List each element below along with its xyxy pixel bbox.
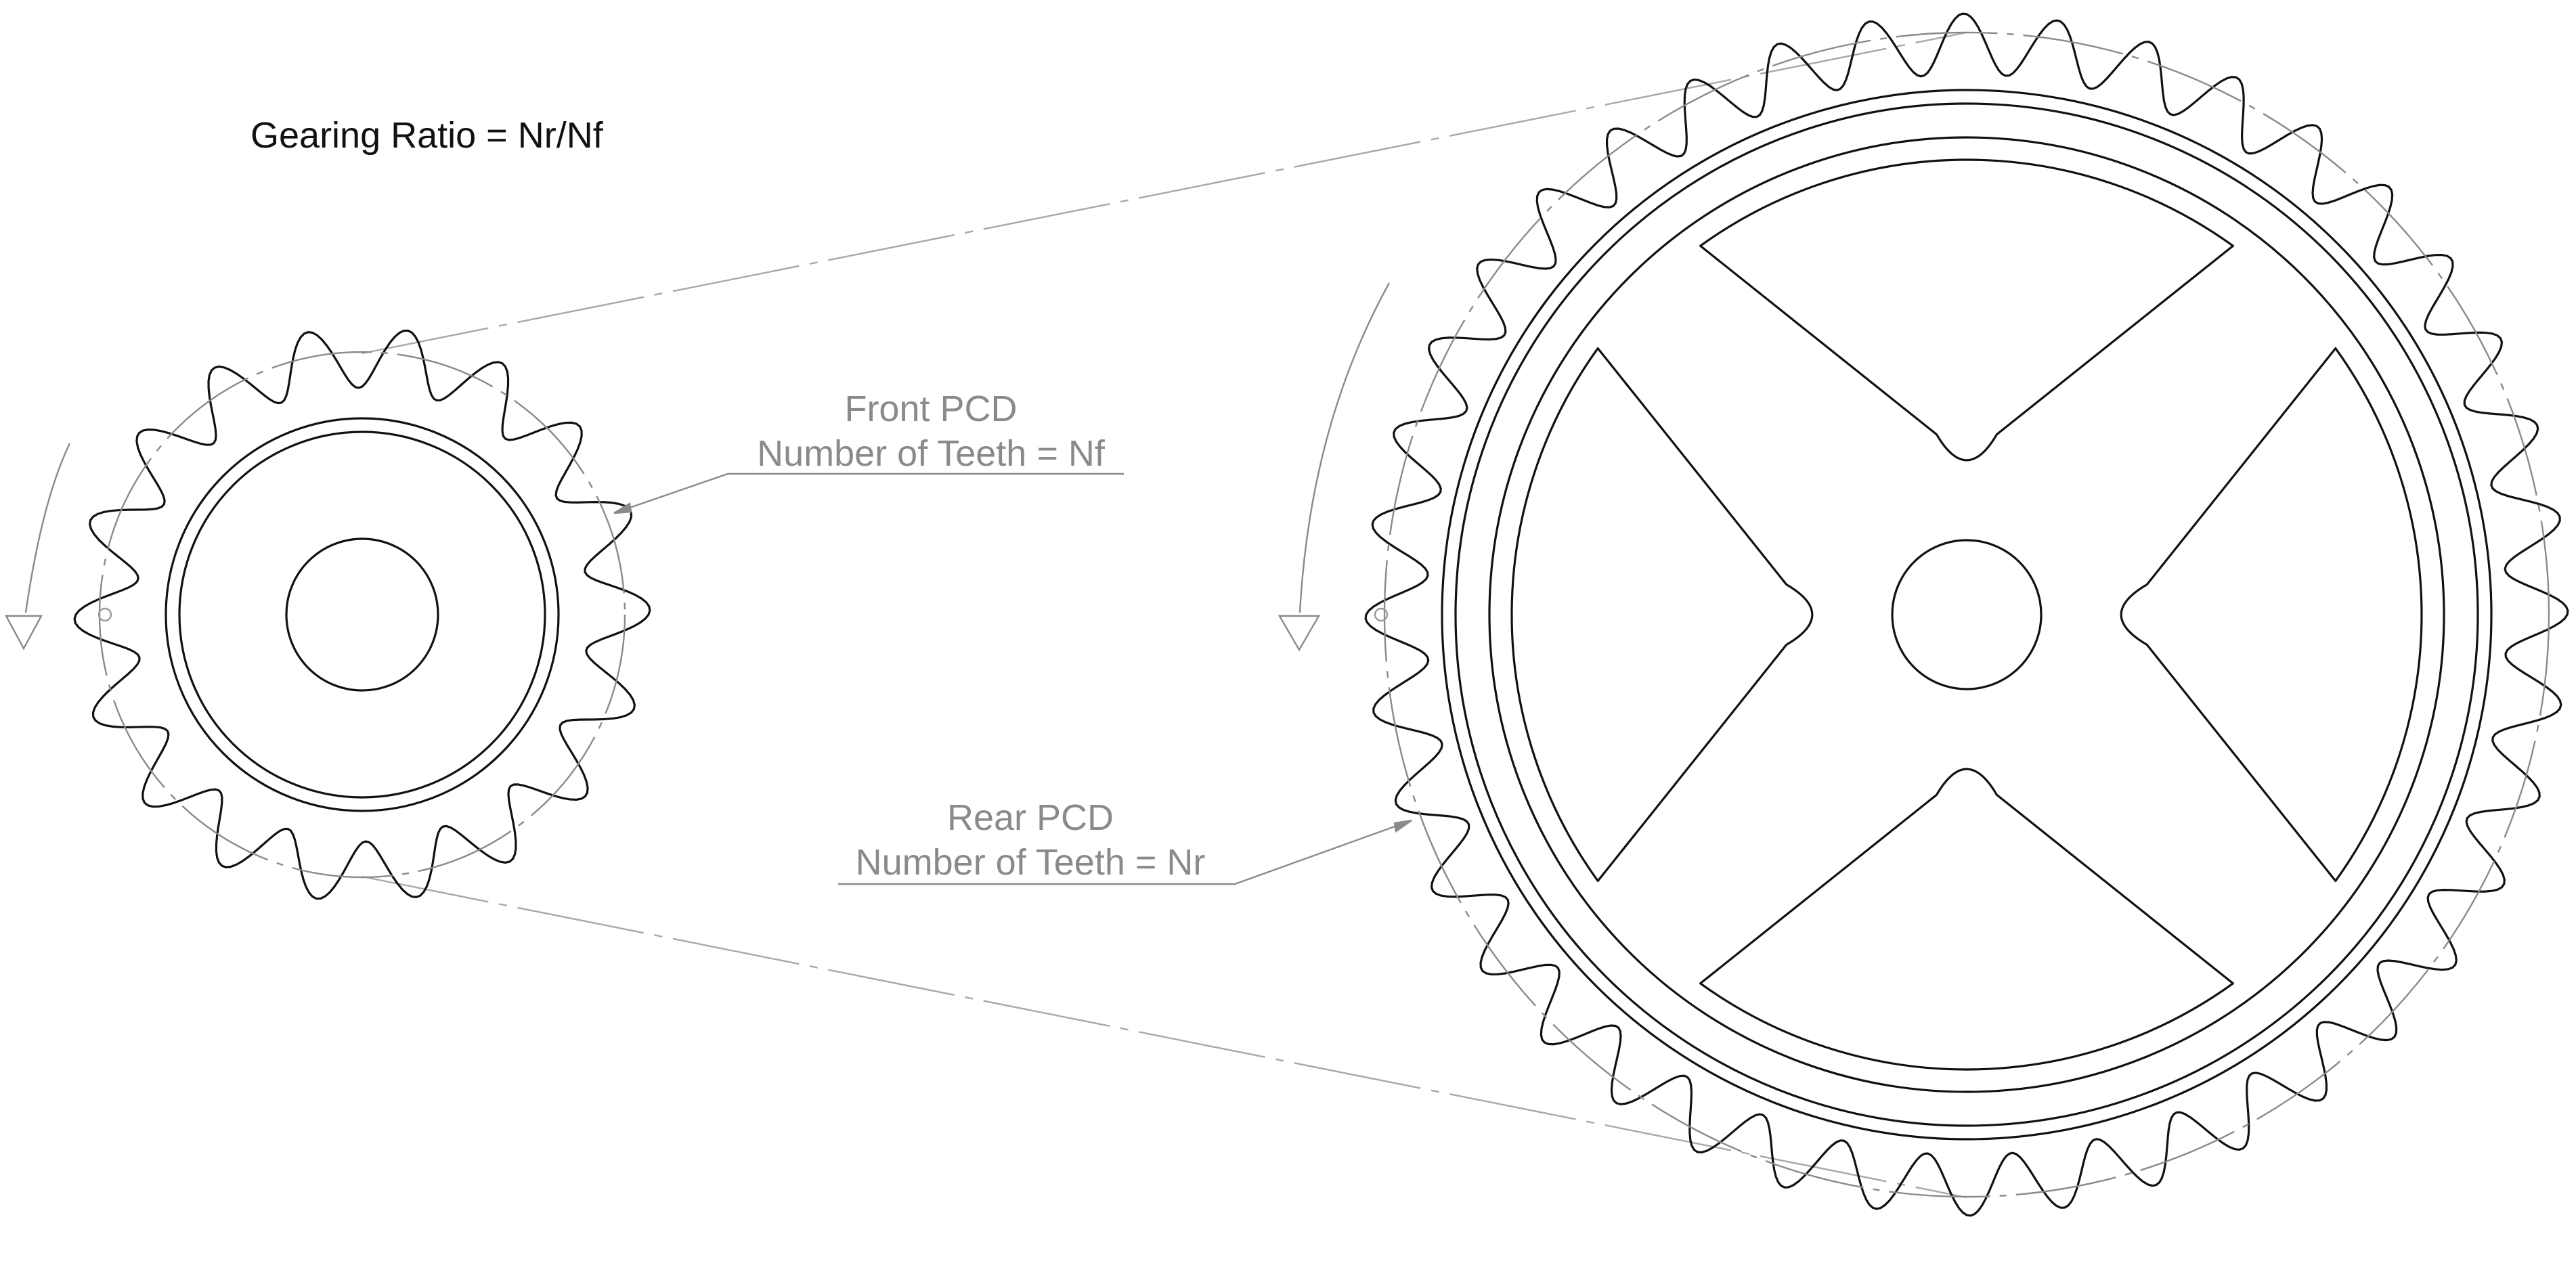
front-chain-pin-marker <box>97 607 112 622</box>
front-outer-ring <box>165 417 560 812</box>
chain-lines <box>362 31 1967 1199</box>
rear-spoke-cutouts <box>1510 158 2423 1071</box>
front-sprocket-teeth-outline <box>73 329 651 900</box>
rear-pcd-callout: Rear PCD Number of Teeth = Nr <box>838 797 1412 885</box>
rear-pcd-circle <box>1383 31 2550 1198</box>
rear-rotation-arrowhead <box>1278 615 1321 652</box>
rear-sprocket <box>1278 12 2569 1217</box>
front-rotation-arrowhead <box>4 615 43 651</box>
front-rotation-arrow <box>24 443 71 613</box>
rear-cutout-top <box>1699 158 2234 462</box>
gearing-ratio-formula: Gearing Ratio = Nr/Nf <box>250 115 604 156</box>
front-pcd-label: Front PCD <box>844 389 1017 429</box>
front-hub-bore <box>285 537 439 692</box>
front-pcd-callout: Front PCD Number of Teeth = Nf <box>613 389 1124 514</box>
rear-cutout-right <box>2120 347 2423 882</box>
chain-lower-line <box>362 875 1967 1199</box>
rear-outer-ring-1 <box>1441 89 2493 1141</box>
rear-pcd-label: Rear PCD <box>947 797 1114 838</box>
front-sprocket <box>4 329 651 900</box>
rear-cutout-left <box>1510 347 1814 882</box>
rear-rotation-arrow <box>1298 282 1391 613</box>
chain-upper-line <box>362 31 1967 355</box>
rear-leader-line <box>838 819 1412 885</box>
front-leader-arrow <box>613 502 632 514</box>
rear-outer-ring-2 <box>1454 102 2479 1127</box>
rear-sprocket-teeth-outline <box>1364 12 2569 1217</box>
rear-chain-pin-marker <box>1374 607 1389 622</box>
rear-hub-bore <box>1891 539 2043 690</box>
rear-outer-ring-3 <box>1488 136 2445 1093</box>
rear-teeth-label: Number of Teeth = Nr <box>856 842 1206 883</box>
front-leader-line <box>613 472 1124 514</box>
front-teeth-label: Number of Teeth = Nf <box>757 433 1106 474</box>
rear-cutout-bottom <box>1699 768 2234 1071</box>
rear-leader-arrow <box>1393 819 1412 833</box>
front-inner-ring <box>178 431 546 799</box>
